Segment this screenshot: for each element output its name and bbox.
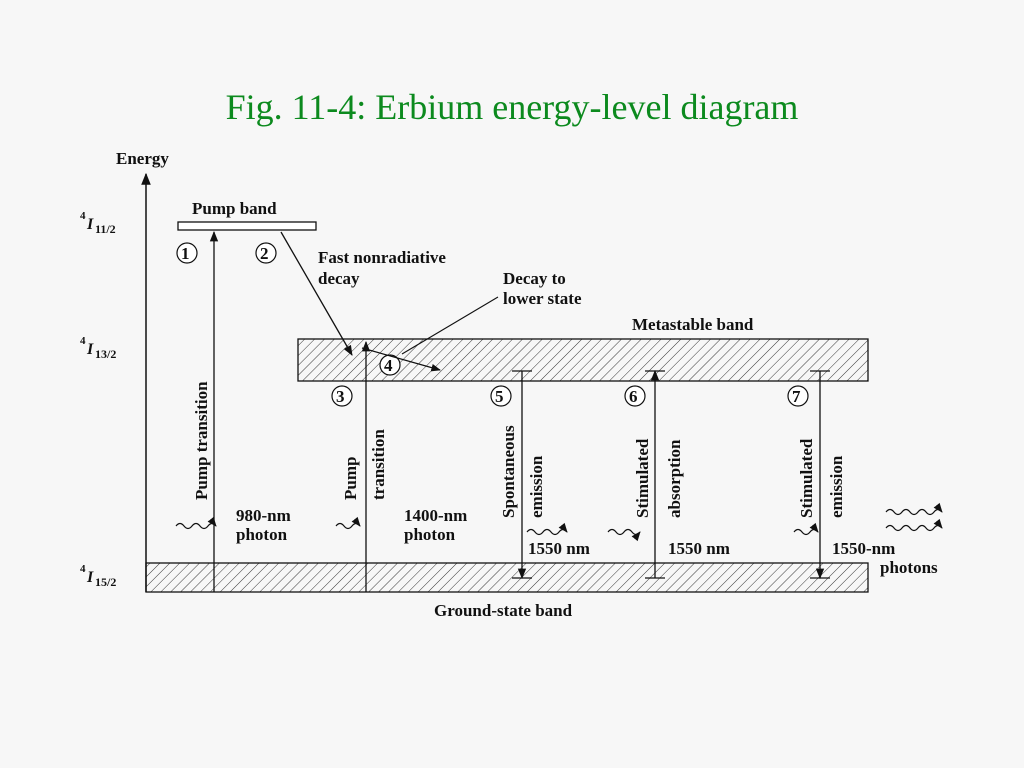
output-photon-wave-bottom [885,518,943,532]
photon-wave-1550-b [607,528,641,542]
svg-text:4: 4 [384,356,393,375]
lower-decay-pointer [401,296,499,355]
photon-wave-1400 [335,516,361,530]
lower-decay-label-2: lower state [503,289,582,308]
level-label-i15-2: 4 I 15/2 [80,563,116,589]
svg-text:15/2: 15/2 [95,575,116,589]
svg-text:4: 4 [80,563,86,575]
svg-text:4: 4 [80,335,86,347]
fast-decay-arrow [280,231,353,356]
svg-text:4: 4 [80,210,86,222]
marker-4: 4 [379,354,401,376]
svg-text:13/2: 13/2 [95,347,116,361]
spont-label-2: emission [527,455,546,518]
lower-decay-label-1: Decay to [503,269,566,288]
output-photon-wave-top [885,502,943,516]
nm-1550-label-b: 1550 nm [668,539,730,558]
slide-title: Fig. 11-4: Erbium energy-level diagram [225,87,799,127]
svg-text:11/2: 11/2 [95,222,116,236]
marker-7: 7 [787,385,809,407]
svg-text:I: I [86,341,94,358]
photons-label: photons [880,558,938,577]
stim-em-label-1: Stimulated [797,438,816,518]
svg-text:5: 5 [495,387,504,406]
pump2-label-2: transition [369,429,388,500]
lower-decay-arrow [361,347,441,372]
level-label-i11-2: 4 I 11/2 [80,210,116,236]
stim-abs-label-2: absorption [665,439,684,518]
ground-band-label: Ground-state band [434,601,573,620]
spont-label-1: Spontaneous [499,425,518,518]
marker-5: 5 [490,385,512,407]
ground-band [145,562,869,593]
marker-2: 2 [255,242,277,264]
svg-text:3: 3 [336,387,345,406]
photon-wave-1550-a [526,522,568,536]
svg-text:1: 1 [181,244,190,263]
svg-text:6: 6 [629,387,638,406]
pump-band-label: Pump band [192,199,277,218]
stim-em-label-2: emission [827,455,846,518]
marker-6: 6 [624,385,646,407]
fast-decay-label-1: Fast nonradiative [318,248,446,267]
photon-1400-label-2: photon [404,525,456,544]
pump-transition-label: Pump transition [192,381,211,500]
marker-3: 3 [331,385,353,407]
photon-1400-label-1: 1400-nm [404,506,467,525]
stim-abs-label-1: Stimulated [633,438,652,518]
nm-1550-label-c: 1550-nm [832,539,895,558]
axis-label-energy: Energy [116,149,169,168]
pump2-label-1: Pump [341,457,360,500]
nm-1550-label-a: 1550 nm [528,539,590,558]
level-label-i13-2: 4 I 13/2 [80,335,116,361]
metastable-band-label: Metastable band [632,315,754,334]
marker-1: 1 [176,242,198,264]
photon-980-label-2: photon [236,525,288,544]
pump-band [177,221,317,231]
photon-wave-1550-c [793,522,819,536]
photon-980-label-1: 980-nm [236,506,291,525]
svg-text:7: 7 [792,387,801,406]
svg-text:2: 2 [260,244,269,263]
photon-wave-980 [175,516,217,530]
svg-text:I: I [86,216,94,233]
svg-text:I: I [86,569,94,586]
fast-decay-label-2: decay [318,269,360,288]
